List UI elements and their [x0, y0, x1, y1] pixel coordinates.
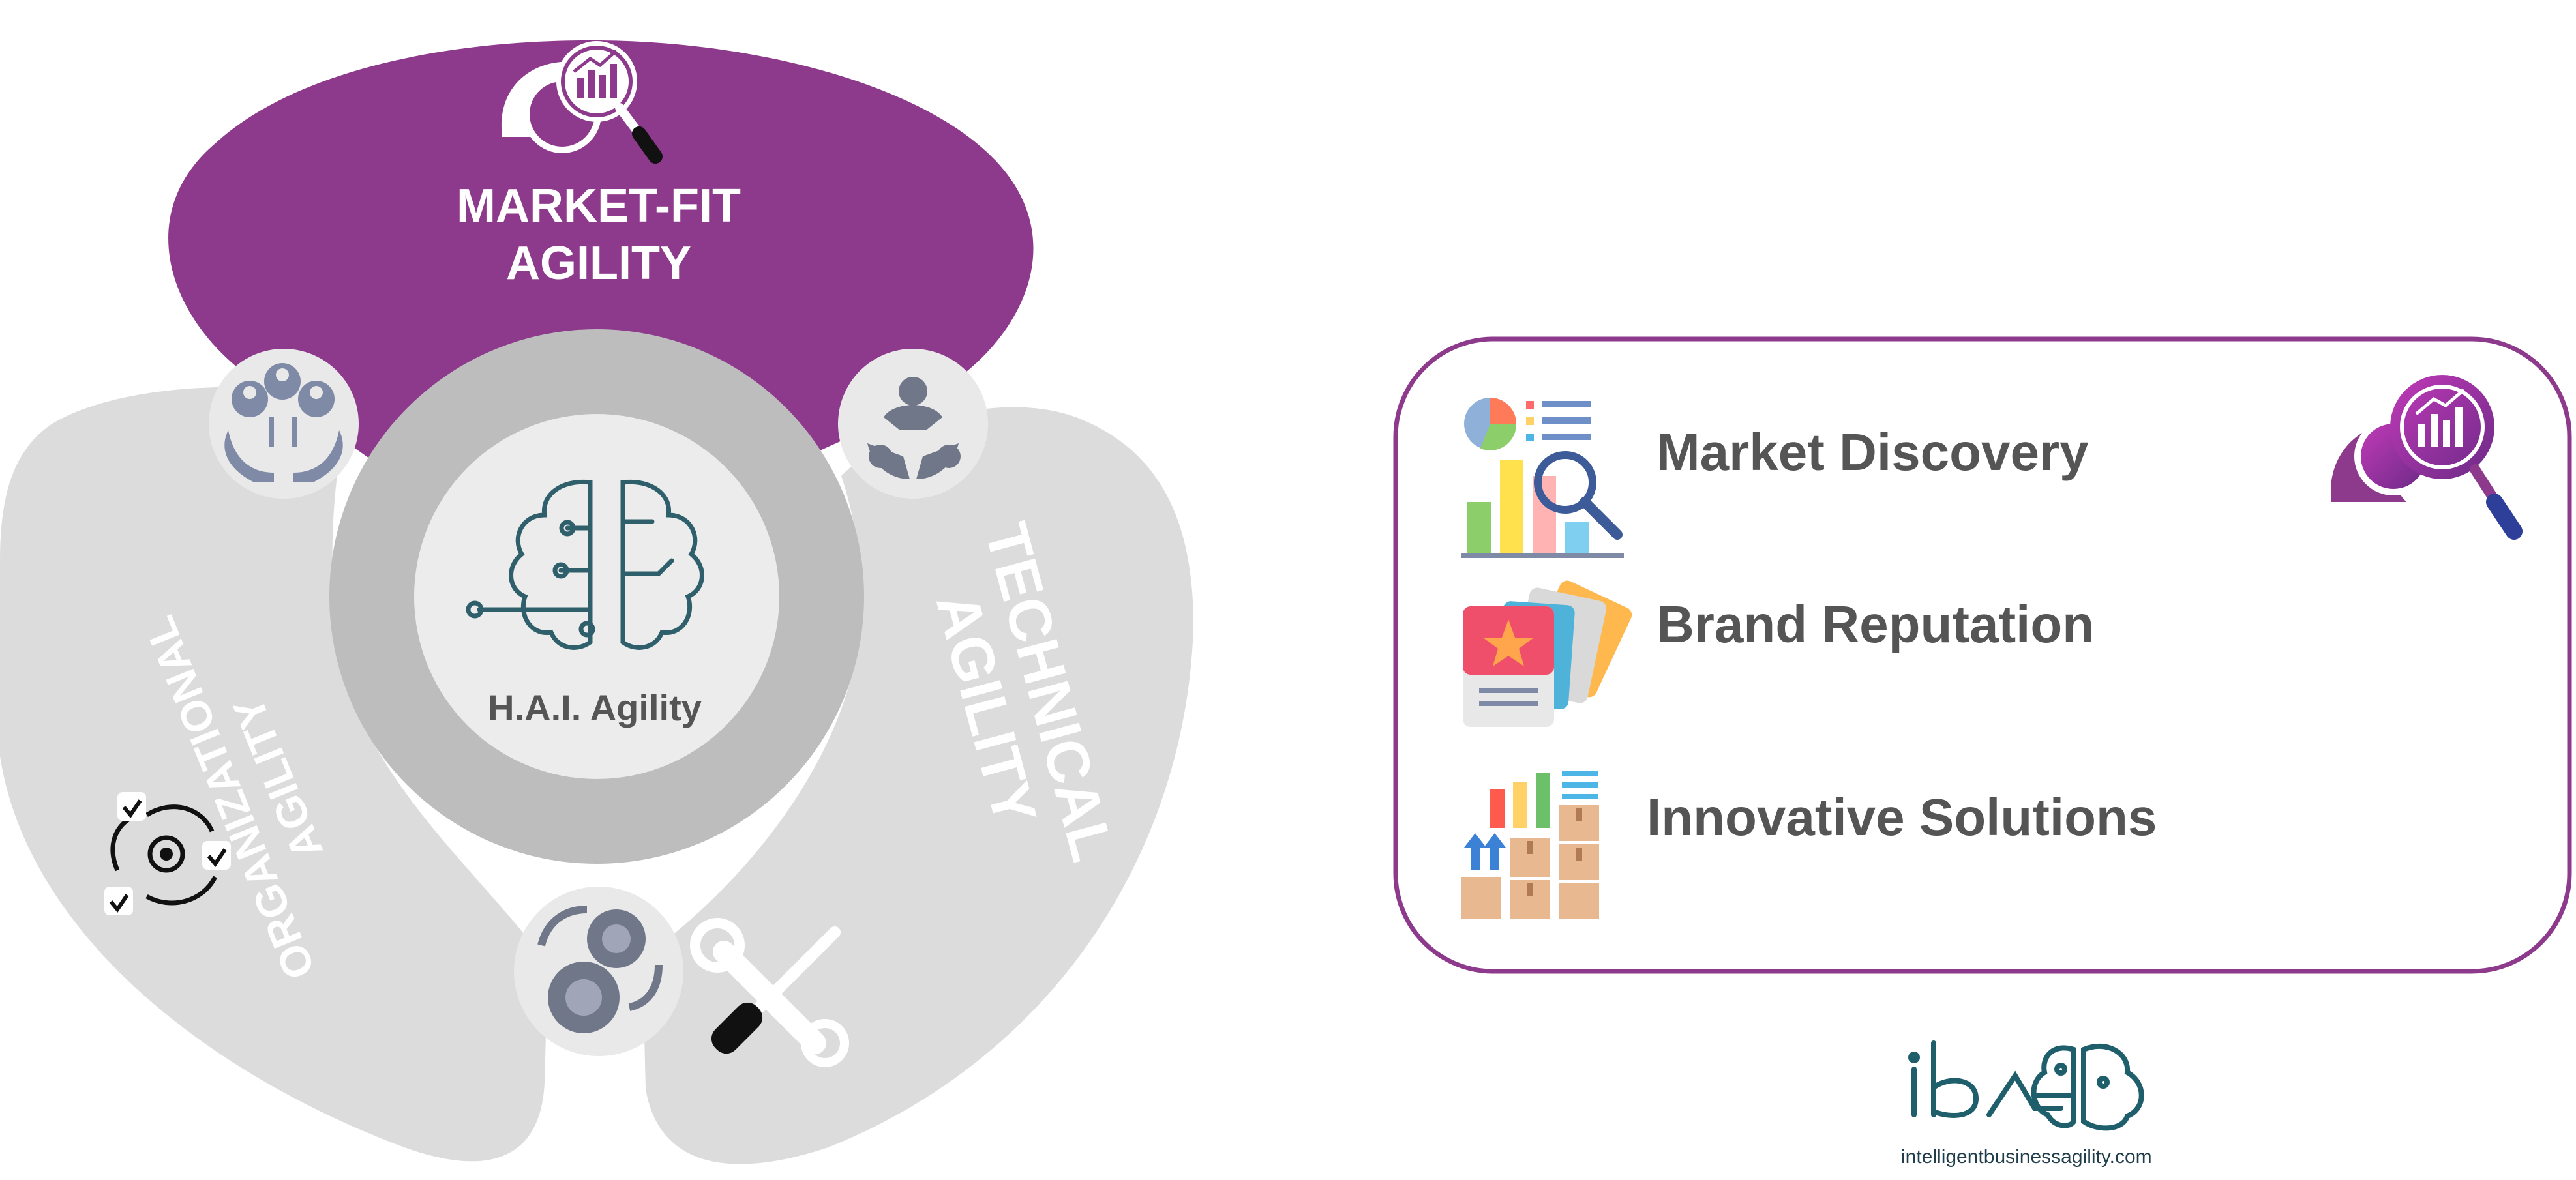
team-hands-icon	[224, 363, 343, 482]
website-url[interactable]: intelligentbusinessagility.com	[1901, 1146, 2152, 1168]
technical-agility-petal	[642, 407, 1193, 1164]
product-growth-icon	[1461, 771, 1599, 919]
market-fit-agility-petal	[168, 40, 1034, 482]
wrench-screwdriver-icon	[690, 918, 849, 1067]
target-cycle-icon	[104, 792, 231, 915]
market-discovery-label: Market Discovery	[1656, 423, 2089, 481]
teamwork-circle-icon	[867, 377, 961, 479]
market-research-icon	[1461, 398, 1624, 558]
center-inner-disc	[414, 414, 779, 779]
gears-icon	[537, 906, 663, 1033]
brain-icon	[466, 479, 704, 650]
market-analysis-icon	[501, 41, 663, 164]
details-panel	[1393, 336, 2572, 974]
brand-cards-icon	[1463, 580, 1632, 727]
market-fit-label-line1: MARKET-FIT	[457, 180, 741, 232]
brand-reputation-label: Brand Reputation	[1656, 595, 2095, 653]
market-fit-label-line2: AGILITY	[506, 237, 691, 289]
organizational-agility-petal	[0, 387, 548, 1162]
innovative-solutions-label: Innovative Solutions	[1647, 788, 2157, 846]
market-analysis-icon	[2330, 375, 2523, 540]
center-label: H.A.I. Agility	[488, 687, 702, 728]
iba-logo	[1908, 1040, 2144, 1131]
